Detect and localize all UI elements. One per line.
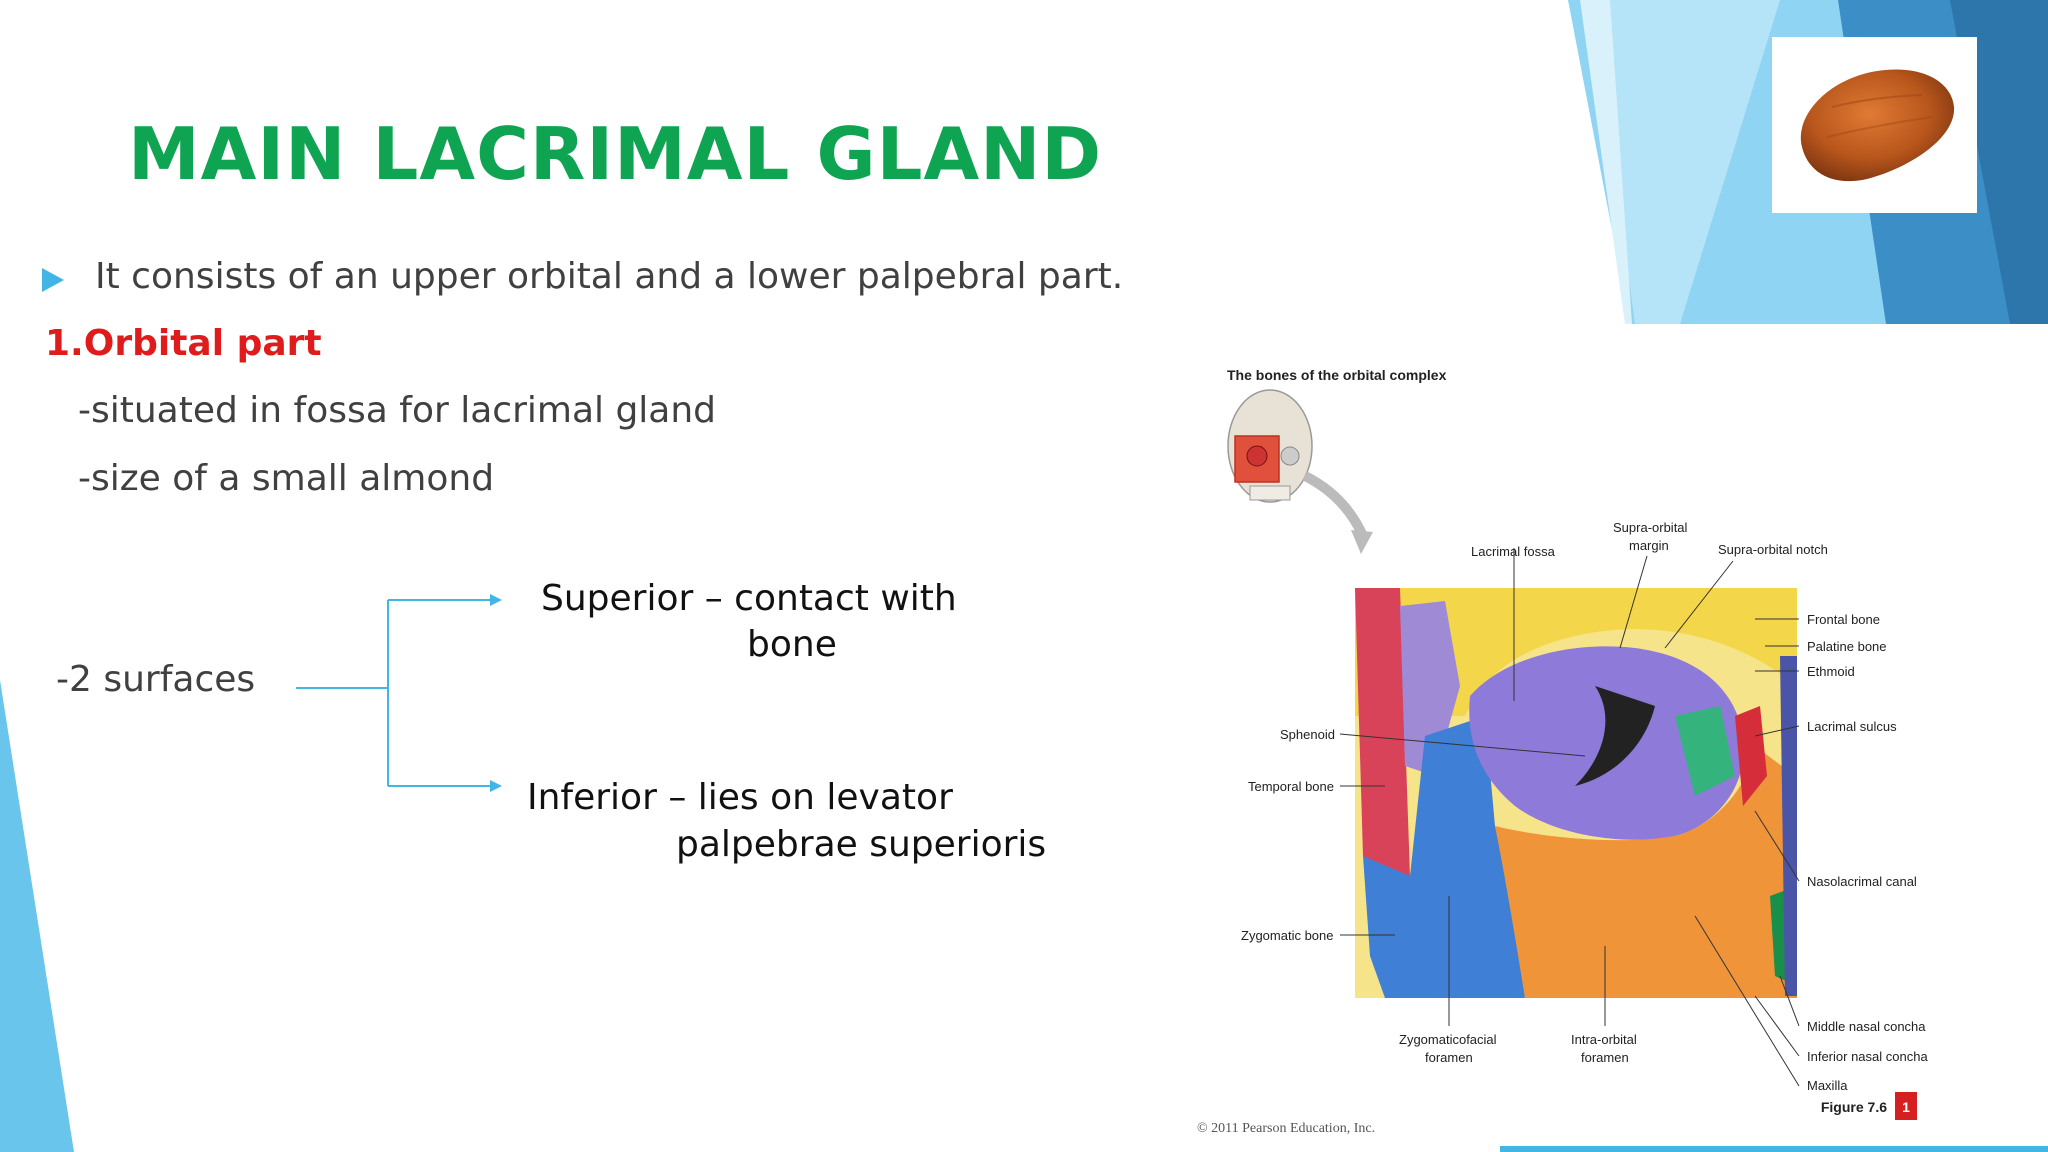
figure-label: Figure 7.6: [1821, 1099, 1887, 1115]
surfaces-bracket: [296, 594, 502, 792]
label-lacrimal-sulcus: Lacrimal sulcus: [1807, 719, 1897, 734]
label-temporal-bone: Temporal bone: [1248, 779, 1334, 794]
label-supra-orbital-notch: Supra-orbital notch: [1718, 542, 1828, 557]
label-ethmoid: Ethmoid: [1807, 664, 1855, 679]
intro-text: It consists of an upper orbital and a lo…: [95, 256, 1124, 297]
label-middle-nasal-concha: Middle nasal concha: [1807, 1019, 1926, 1034]
copyright-text: © 2011 Pearson Education, Inc.: [1197, 1121, 1375, 1136]
surfaces-label: -2 surfaces: [56, 659, 256, 700]
skull-thumbnail-icon: [1227, 389, 1373, 554]
orbital-bones-figure: The bones of the orbital complex: [1195, 356, 1955, 1146]
label-lacrimal-fossa: Lacrimal fossa: [1471, 544, 1556, 559]
play-bullet-icon: [42, 268, 64, 292]
orbit-bone-illustration: [1355, 588, 1797, 998]
page-title: MAIN LACRIMAL GLAND: [128, 112, 1103, 196]
label-inferior-nasal-concha: Inferior nasal concha: [1807, 1049, 1928, 1064]
figure-caption-title: The bones of the orbital complex: [1227, 367, 1447, 383]
label-zygomaticofacial-2: foramen: [1425, 1050, 1473, 1065]
almond-image: [1772, 37, 1977, 213]
label-intra-orbital-2: foramen: [1581, 1050, 1629, 1065]
label-supra-orbital-margin-2: margin: [1629, 538, 1669, 553]
figure-badge: 1: [1902, 1099, 1910, 1115]
superior-surface-line2: bone: [747, 624, 837, 665]
label-nasolacrimal-canal: Nasolacrimal canal: [1807, 874, 1917, 889]
orbital-heading: 1.Orbital part: [45, 323, 322, 364]
figure-badge-box: [1895, 1092, 1917, 1120]
label-supra-orbital-margin-1: Supra-orbital: [1613, 520, 1688, 535]
label-intra-orbital-1: Intra-orbital: [1571, 1032, 1637, 1047]
label-frontal-bone: Frontal bone: [1807, 612, 1880, 627]
orbital-point-location: -situated in fossa for lacrimal gland: [78, 390, 717, 431]
label-maxilla: Maxilla: [1807, 1078, 1848, 1093]
label-sphenoid: Sphenoid: [1280, 727, 1335, 742]
inferior-surface-line1: Inferior – lies on levator: [527, 777, 953, 818]
orbital-point-size: -size of a small almond: [78, 458, 495, 499]
label-palatine-bone: Palatine bone: [1807, 639, 1887, 654]
inferior-surface-line2: palpebrae superioris: [676, 824, 1047, 865]
label-zygomatic-bone: Zygomatic bone: [1241, 928, 1334, 943]
label-zygomaticofacial-1: Zygomaticofacial: [1399, 1032, 1497, 1047]
superior-surface-line1: Superior – contact with: [541, 578, 957, 619]
